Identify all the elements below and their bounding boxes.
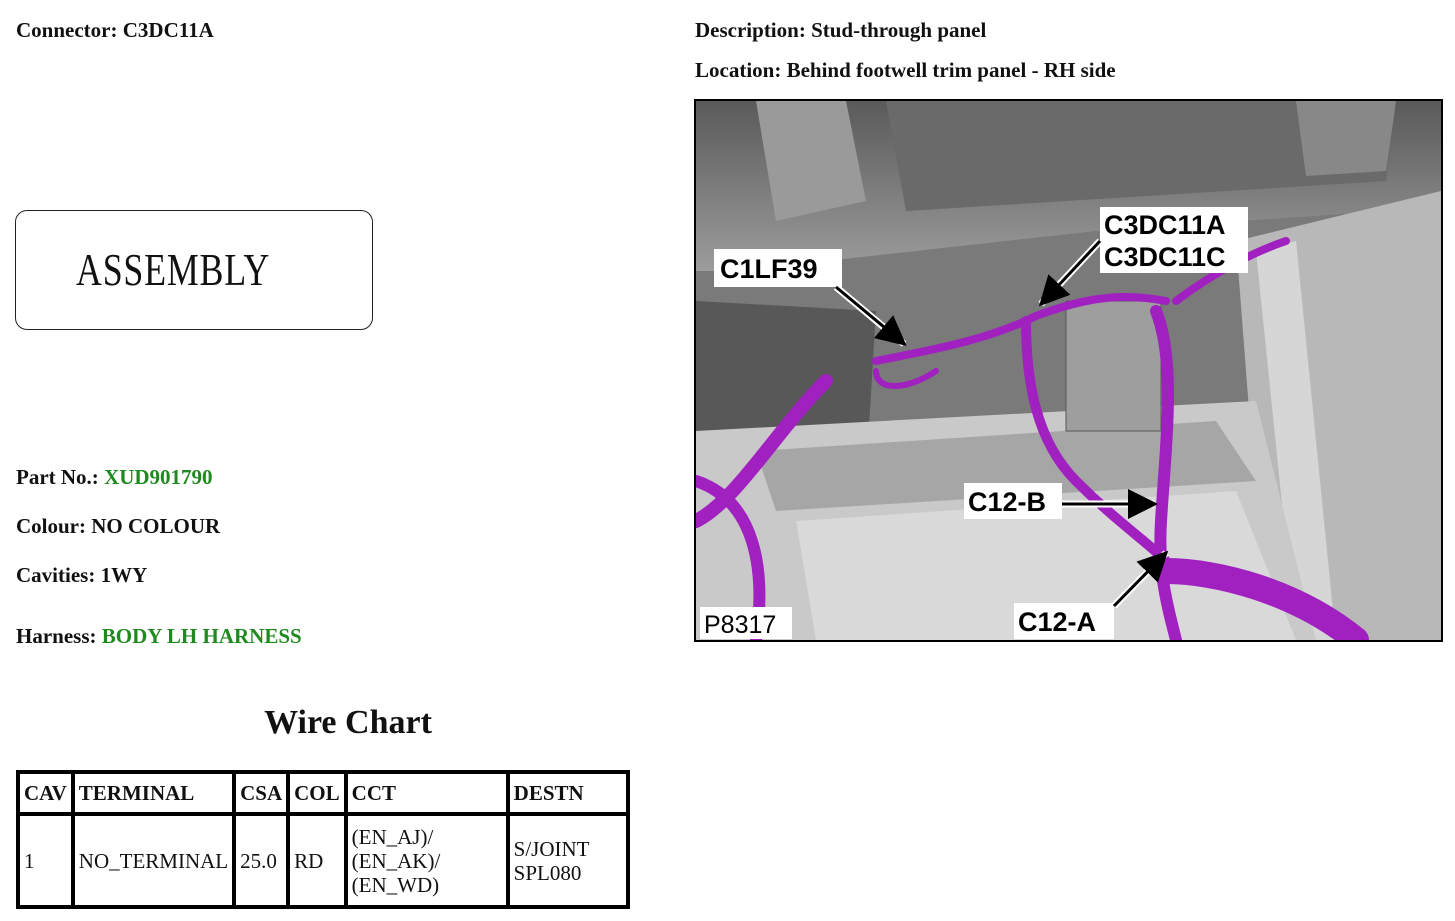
assembly-box: ASSEMBLY bbox=[15, 210, 373, 330]
wire-chart-table: CAV TERMINAL CSA COL CCT DESTN 1 NO_TERM… bbox=[16, 770, 630, 909]
part-number-link[interactable]: XUD901790 bbox=[104, 465, 213, 489]
callout-c1lf39: C1LF39 bbox=[720, 254, 818, 284]
description-value: Stud-through panel bbox=[811, 18, 987, 42]
harness-label: Harness: bbox=[16, 624, 97, 648]
cell-csa: 25.0 bbox=[232, 812, 291, 909]
cell-terminal: NO_TERMINAL bbox=[70, 812, 237, 909]
connector-line: Connector: C3DC11A bbox=[16, 18, 214, 43]
colour-line: Colour: NO COLOUR bbox=[16, 514, 220, 539]
location-value: Behind footwell trim panel - RH side bbox=[786, 58, 1116, 82]
column-header-col: COL bbox=[286, 770, 348, 816]
callout-c3dc11c: C3DC11C bbox=[1104, 242, 1226, 272]
callout-c12a: C12-A bbox=[1018, 607, 1096, 637]
cell-cav: 1 bbox=[16, 812, 75, 909]
cavities-value: 1WY bbox=[100, 563, 148, 587]
column-header-destn: DESTN bbox=[505, 770, 630, 816]
column-header-terminal: TERMINAL bbox=[70, 770, 237, 816]
colour-label: Colour: bbox=[16, 514, 86, 538]
harness-link[interactable]: BODY LH HARNESS bbox=[101, 624, 302, 648]
description-line: Description: Stud-through panel bbox=[695, 18, 986, 43]
part-number-line: Part No.: XUD901790 bbox=[16, 465, 213, 490]
colour-value: NO COLOUR bbox=[91, 514, 221, 538]
description-label: Description: bbox=[695, 18, 806, 42]
connector-value: C3DC11A bbox=[122, 18, 214, 42]
callout-c3dc11a: C3DC11A bbox=[1104, 210, 1226, 240]
wire-chart-title: Wire Chart bbox=[264, 704, 432, 741]
cavities-line: Cavities: 1WY bbox=[16, 563, 147, 588]
cell-cct: (EN_AJ)/ (EN_AK)/ (EN_WD) bbox=[343, 812, 510, 909]
part-number-label: Part No.: bbox=[16, 465, 99, 489]
column-header-csa: CSA bbox=[232, 770, 291, 816]
column-header-cct: CCT bbox=[343, 770, 510, 816]
location-line: Location: Behind footwell trim panel - R… bbox=[695, 58, 1116, 83]
table-row: 1 NO_TERMINAL 25.0 RD (EN_AJ)/ (EN_AK)/ … bbox=[16, 812, 630, 909]
cell-destn: S/JOINT SPL080 bbox=[505, 812, 630, 909]
callout-c12b: C12-B bbox=[968, 487, 1046, 517]
cavities-label: Cavities: bbox=[16, 563, 96, 587]
figure-id: P8317 bbox=[704, 611, 776, 639]
cell-col: RD bbox=[286, 812, 348, 909]
assembly-text: ASSEMBLY bbox=[76, 244, 271, 295]
table-header-row: CAV TERMINAL CSA COL CCT DESTN bbox=[16, 770, 630, 816]
location-photo: C1LF39 C3DC11A C3DC11C C12-B C12-A P8317 bbox=[694, 99, 1443, 642]
connector-label: Connector: bbox=[16, 18, 118, 42]
harness-line: Harness: BODY LH HARNESS bbox=[16, 624, 302, 649]
column-header-cav: CAV bbox=[16, 770, 75, 816]
location-label: Location: bbox=[695, 58, 782, 82]
location-photo-illustration: C1LF39 C3DC11A C3DC11C C12-B C12-A P8317 bbox=[696, 101, 1441, 640]
